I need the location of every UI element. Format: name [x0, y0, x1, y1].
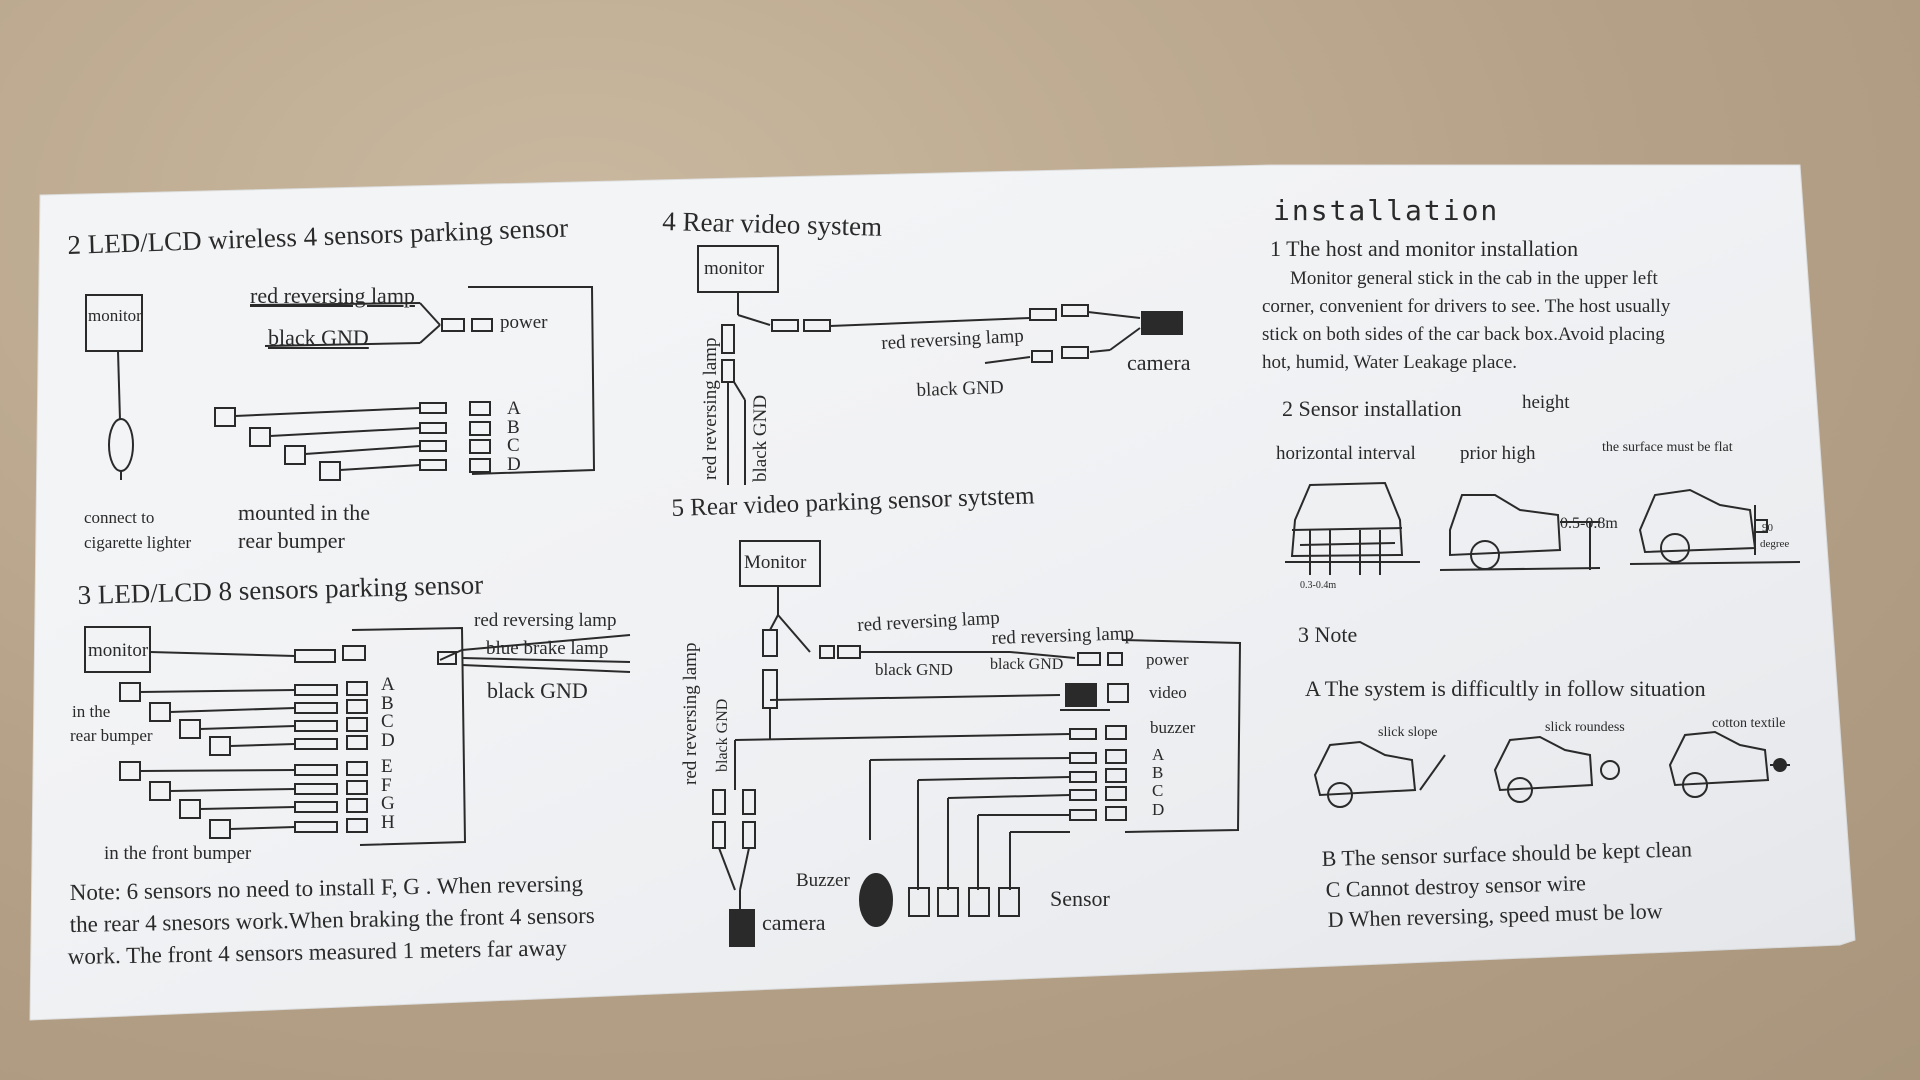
install-heading-1: 1 The host and monitor installation — [1270, 236, 1579, 261]
sec2-sensor-lines — [214, 401, 491, 481]
install-surface-label: the surface must be flat — [1602, 440, 1733, 455]
sec5-port-video: video — [1149, 683, 1187, 702]
sec3-port-a: A — [381, 674, 395, 695]
install-note-a: A The system is difficultly in follow si… — [1305, 676, 1706, 701]
sec3-rear-label-1: in the — [72, 702, 111, 721]
sec2-port-c: C — [507, 435, 520, 456]
sec2-port-b: B — [507, 417, 520, 438]
sec2-red-label: red reversing lamp — [250, 283, 415, 308]
sec5-black-vertical: black GND — [714, 698, 731, 772]
sec3-front-label: in the front bumper — [104, 843, 252, 864]
install-heading-3: 3 Note — [1298, 622, 1358, 647]
sec2-mounted-label: mounted in the — [238, 500, 370, 525]
install-slick-slope-label: slick slope — [1378, 725, 1438, 740]
sec5-monitor-box — [739, 540, 821, 587]
sec4-camera-label: camera — [1127, 350, 1191, 375]
sec3-black-label: black GND — [487, 678, 588, 703]
sec4-black-label: black GND — [916, 376, 1004, 402]
sec4-monitor-label: monitor — [704, 258, 765, 279]
sec3-red-label: red reversing lamp — [474, 610, 617, 631]
sec5-sensor-label: Sensor — [1050, 886, 1110, 911]
sec3-port-d: D — [381, 730, 395, 751]
install-height-label: height — [1522, 392, 1570, 413]
car-slick-slope — [1313, 740, 1446, 808]
sec2-power-label: power — [500, 312, 548, 333]
sec3-monitor-label: monitor — [88, 640, 149, 661]
sec5-camera-label: camera — [762, 910, 826, 935]
car-side-diagram-flat — [1629, 488, 1801, 565]
sec5-port-power: power — [1146, 650, 1189, 669]
sec2-black-label: black GND — [268, 325, 369, 350]
install-para-line-4: hot, humid, Water Leakage place. — [1262, 352, 1518, 373]
sec3-port-h: H — [381, 812, 395, 833]
car-side-diagram-height — [1439, 494, 1601, 571]
sec3-port-c: C — [381, 711, 394, 732]
install-para-line-2: corner, convenient for drivers to see. T… — [1262, 296, 1671, 317]
install-degree-label: degree — [1760, 538, 1790, 550]
sec4-red-vertical: red reversing lamp — [700, 337, 721, 480]
sec3-port-f: F — [381, 775, 392, 796]
sec2-port-a: A — [507, 398, 521, 419]
sec5-port-b: B — [1152, 763, 1164, 782]
sec2-connect-label: connect to — [84, 508, 155, 527]
sec3-port-g: G — [381, 793, 395, 814]
sec2-bumper-label: rear bumper — [238, 528, 345, 553]
sec2-port-d: D — [507, 454, 521, 475]
install-interval-label: horizontal interval — [1276, 443, 1416, 464]
sec2-monitor-label: monitor — [88, 306, 142, 325]
sec5-port-c: C — [1152, 781, 1164, 800]
sec5-red-vertical: red reversing lamp — [680, 642, 701, 785]
sec3-monitor-box — [84, 626, 151, 673]
sec5-port-buzzer: buzzer — [1150, 718, 1196, 737]
car-slick-roundness — [1493, 735, 1620, 803]
install-para-line-3: stick on both sides of the car back box.… — [1262, 324, 1665, 345]
sec4-black-vertical: black GND — [750, 394, 771, 482]
sec5-port-a: A — [1152, 745, 1165, 764]
sec5-black-label-2: black GND — [990, 656, 1064, 673]
sec2-monitor-box — [85, 294, 143, 352]
sec3-port-b: B — [381, 693, 394, 714]
install-para-line-1: Monitor general stick in the cab in the … — [1290, 268, 1658, 289]
sec5-port-d: D — [1152, 800, 1165, 819]
install-dim-height: 0.5-0.8m — [1560, 515, 1618, 532]
sec3-sensor-lines — [119, 681, 368, 839]
sec4-title: 4 Rear video system — [662, 206, 883, 242]
sec3-rear-label-2: rear bumper — [70, 726, 153, 745]
sec5-monitor-label: Monitor — [744, 552, 807, 573]
car-rear-diagram — [1285, 481, 1420, 575]
install-dim-interval: 0.3-0.4m — [1300, 580, 1337, 591]
install-degree-value: 90 — [1762, 522, 1773, 534]
car-cotton-textile — [1668, 730, 1790, 798]
sec5-black-label-1: black GND — [875, 660, 953, 679]
install-slick-round-label: slick roundess — [1545, 720, 1625, 735]
install-cotton-label: cotton textile — [1712, 716, 1786, 731]
sec2-cigarette-label: cigarette lighter — [84, 533, 192, 552]
install-title: installation — [1273, 194, 1500, 227]
sec3-blue-label: blue brake lamp — [486, 638, 609, 659]
install-prior-label: prior high — [1460, 443, 1536, 464]
sec3-port-e: E — [381, 756, 393, 777]
install-heading-2: 2 Sensor installation — [1282, 396, 1462, 421]
sec5-buzzer-label: Buzzer — [796, 870, 850, 891]
